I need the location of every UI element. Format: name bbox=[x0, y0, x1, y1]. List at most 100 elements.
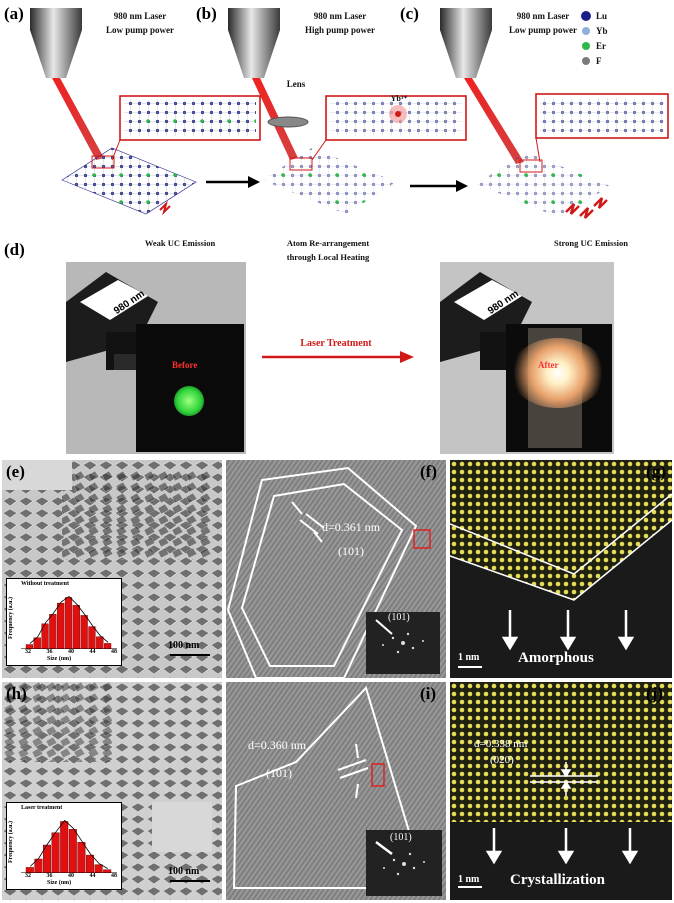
before-emission-photo bbox=[136, 324, 244, 452]
panel-g-label: (g) bbox=[646, 462, 666, 481]
bright-glow bbox=[510, 338, 606, 408]
plane-i: (101) bbox=[266, 766, 292, 780]
histogram-bar bbox=[64, 597, 73, 649]
legend-lu: Lu bbox=[596, 11, 608, 21]
histogram-e: Without treatment Frequency (a.u.) 32 36 4… bbox=[6, 578, 122, 666]
scale-j-label: 1 nm bbox=[458, 874, 480, 885]
nanoplate-a bbox=[61, 147, 197, 215]
histogram-bar bbox=[68, 829, 77, 873]
legend-er-dot bbox=[582, 42, 590, 50]
panel-c-label: (c) bbox=[400, 4, 419, 23]
scale-e-label: 100 nm bbox=[168, 640, 200, 651]
haadf-lattice-g bbox=[450, 460, 672, 668]
histogram-e-title: Without treatment bbox=[21, 581, 69, 587]
crystallization-label: Crystallization bbox=[510, 872, 605, 888]
plane-f: (101) bbox=[338, 544, 364, 558]
panel-b-lens: Lens bbox=[286, 79, 306, 89]
hrtem-image-f bbox=[226, 460, 446, 678]
gaussian-fit-line bbox=[30, 819, 108, 869]
histogram-e-ylabel: Frequency (a.u.) bbox=[8, 596, 14, 640]
after-emission-photo bbox=[506, 324, 612, 452]
after-label: After bbox=[538, 360, 559, 370]
panel-h-label: (h) bbox=[6, 684, 27, 703]
haadf-image-j bbox=[450, 682, 672, 900]
histogram-e-ticks: 32 36 40 44 48 bbox=[25, 649, 117, 655]
fft-plane-i: (101) bbox=[390, 832, 412, 843]
histogram-h-title: Laser treatment bbox=[21, 805, 63, 811]
d-spacing-j: d=0.338 nm bbox=[474, 738, 528, 750]
tick: 40 bbox=[68, 649, 74, 655]
hrtem-image-i bbox=[226, 682, 446, 900]
nanoplate-b bbox=[262, 148, 396, 214]
histogram-bar bbox=[88, 626, 96, 649]
panel-c-power: Low pump power bbox=[508, 25, 577, 35]
amorphous-label: Amorphous bbox=[518, 650, 594, 666]
zoom-inset-c bbox=[535, 93, 669, 163]
histogram-bar bbox=[103, 643, 112, 649]
tick: 48 bbox=[111, 873, 117, 879]
histogram-bar bbox=[72, 605, 80, 649]
histogram-h-bars bbox=[21, 819, 117, 873]
histogram-bar bbox=[77, 842, 86, 873]
panel-d-label: (d) bbox=[4, 240, 25, 259]
histogram-bar bbox=[25, 644, 34, 649]
green-glow bbox=[174, 386, 204, 416]
laser-treatment-arrow bbox=[262, 351, 414, 363]
haadf-lattice-j bbox=[450, 682, 672, 888]
fft-plane-f: (101) bbox=[388, 612, 410, 623]
panel-c-caption: Strong UC Emission bbox=[554, 238, 628, 248]
panel-i-label: (i) bbox=[420, 684, 437, 703]
tick: 36 bbox=[46, 649, 53, 655]
scalebar-h bbox=[170, 880, 210, 882]
objective-a-icon bbox=[30, 8, 104, 160]
histogram-h-xlabel: Size (nm) bbox=[47, 880, 72, 886]
panel-a-label: (a) bbox=[4, 4, 24, 23]
panel-e-label: (e) bbox=[6, 462, 25, 481]
histogram-e-bars bbox=[21, 595, 117, 649]
scalebar-e bbox=[170, 654, 210, 656]
histogram-bar bbox=[96, 636, 104, 649]
tick: 48 bbox=[111, 649, 117, 655]
haadf-image-g bbox=[450, 460, 672, 678]
tick: 40 bbox=[68, 873, 74, 879]
histogram-bar bbox=[60, 821, 69, 873]
objective-b-icon bbox=[228, 8, 309, 160]
zoom-inset-b bbox=[311, 95, 467, 161]
histogram-bar bbox=[51, 832, 60, 873]
histogram-bar bbox=[85, 854, 94, 873]
nanoplate-c bbox=[476, 152, 610, 218]
objective-c-icon bbox=[440, 8, 524, 164]
histogram-bar bbox=[49, 614, 57, 649]
tick: 44 bbox=[89, 649, 96, 655]
tick: 32 bbox=[25, 649, 31, 655]
panel-j-label: (j) bbox=[646, 684, 663, 703]
histogram-bar bbox=[57, 602, 65, 649]
plane-j: (020) bbox=[490, 754, 514, 766]
panel-b-power: High pump power bbox=[304, 25, 375, 35]
before-label: Before bbox=[172, 360, 198, 370]
panel-a-power: Low pump power bbox=[105, 25, 174, 35]
process-arrow-1 bbox=[206, 176, 260, 188]
hrtem-lattice-i bbox=[226, 682, 446, 900]
histogram-bar bbox=[25, 867, 34, 873]
photo-before bbox=[66, 262, 246, 454]
panel-a-laser: 980 nm Laser bbox=[113, 11, 167, 21]
legend-er: Er bbox=[596, 41, 606, 51]
panel-b-label: (b) bbox=[196, 4, 217, 23]
d-spacing-i: d=0.360 nm bbox=[248, 738, 307, 752]
panel-b-ion: Yb³⁺ bbox=[390, 94, 408, 103]
legend-yb-dot bbox=[582, 27, 590, 35]
panel-a-caption: Weak UC Emission bbox=[144, 238, 216, 248]
gaussian-fit-line bbox=[29, 595, 109, 644]
tick: 32 bbox=[25, 873, 31, 879]
schematic-svg bbox=[30, 8, 669, 219]
histogram-h-ylabel: Frequency (a.u.) bbox=[8, 820, 14, 864]
hrtem-lattice-f bbox=[226, 460, 446, 678]
legend-lu-dot bbox=[581, 11, 591, 21]
photo-after bbox=[440, 262, 614, 454]
zoom-inset-a bbox=[111, 95, 261, 161]
panel-b-laser: 980 nm Laser bbox=[313, 11, 367, 21]
d-spacing-f: d=0.361 nm bbox=[322, 520, 381, 534]
